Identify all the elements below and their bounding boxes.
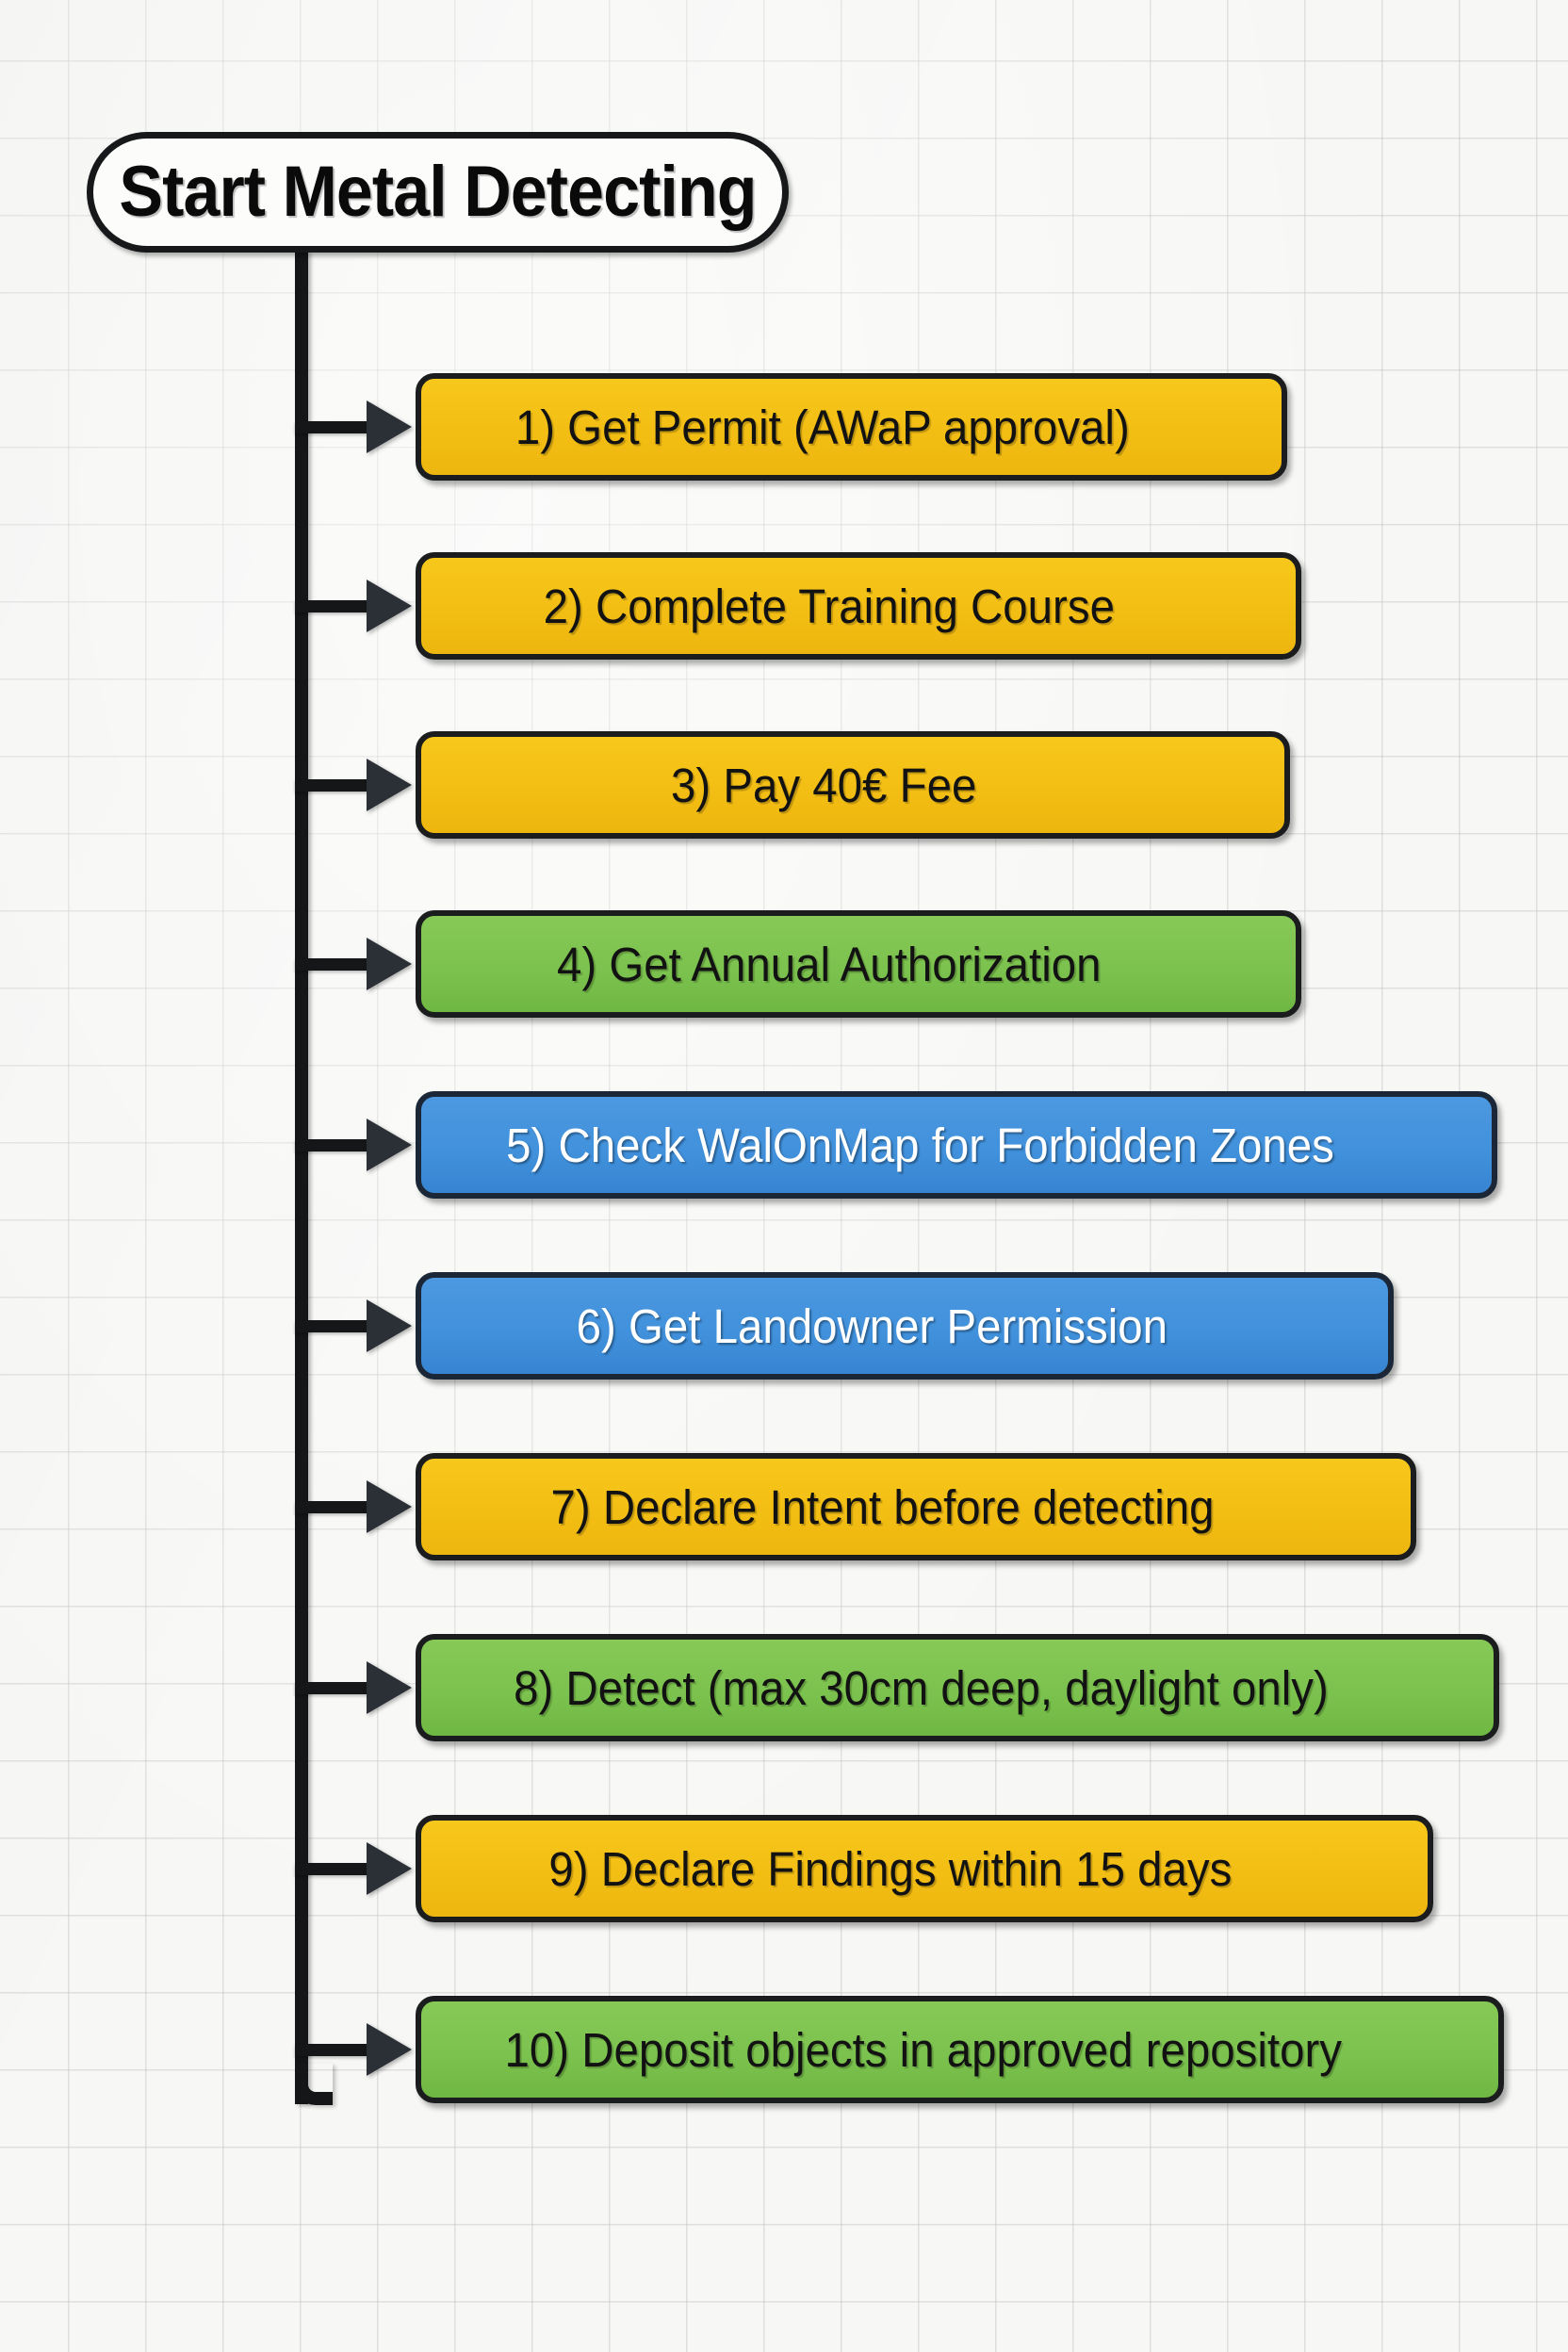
branch-connector <box>295 1500 368 1513</box>
connector-spine <box>295 251 308 2104</box>
start-node-label: Start Metal Detecting <box>119 152 757 232</box>
branch-connector <box>295 599 368 612</box>
step-row: 5) Check WalOnMap for Forbidden Zones <box>295 1086 1497 1204</box>
branch-connector <box>295 1681 368 1694</box>
branch-connector <box>295 778 368 792</box>
step-node-2[interactable]: 2) Complete Training Course <box>416 552 1301 660</box>
branch-connector <box>295 420 368 433</box>
step-row: 8) Detect (max 30cm deep, daylight only) <box>295 1628 1499 1747</box>
branch-connector <box>295 957 368 971</box>
arrow-icon <box>367 938 412 990</box>
step-row: 2) Complete Training Course <box>295 547 1301 665</box>
arrow-icon <box>367 400 412 453</box>
step-node-label: 3) Pay 40€ Fee <box>671 758 977 812</box>
start-node[interactable]: Start Metal Detecting <box>87 132 789 253</box>
step-node-5[interactable]: 5) Check WalOnMap for Forbidden Zones <box>416 1091 1497 1199</box>
branch-connector <box>295 2043 368 2056</box>
arrow-icon <box>367 580 412 632</box>
step-row: 4) Get Annual Authorization <box>295 905 1301 1023</box>
arrow-icon <box>367 1299 412 1352</box>
step-row: 6) Get Landowner Permission <box>295 1266 1394 1385</box>
step-node-label: 5) Check WalOnMap for Forbidden Zones <box>506 1118 1334 1172</box>
step-node-6[interactable]: 6) Get Landowner Permission <box>416 1272 1394 1380</box>
step-node-label: 2) Complete Training Course <box>543 579 1115 633</box>
step-row: 10) Deposit objects in approved reposito… <box>295 1990 1504 2109</box>
step-node-label: 4) Get Annual Authorization <box>557 937 1102 991</box>
connector-elbow <box>295 2064 333 2105</box>
arrow-icon <box>367 1480 412 1533</box>
step-node-label: 10) Deposit objects in approved reposito… <box>504 2022 1342 2077</box>
arrow-icon <box>367 1119 412 1171</box>
step-node-label: 7) Declare Intent before detecting <box>550 1479 1215 1534</box>
step-node-8[interactable]: 8) Detect (max 30cm deep, daylight only) <box>416 1634 1499 1741</box>
step-node-4[interactable]: 4) Get Annual Authorization <box>416 910 1301 1018</box>
arrow-icon <box>367 2023 412 2076</box>
arrow-icon <box>367 759 412 811</box>
step-node-label: 1) Get Permit (AWaP approval) <box>514 400 1130 454</box>
step-row: 7) Declare Intent before detecting <box>295 1447 1416 1566</box>
step-node-label: 8) Detect (max 30cm deep, daylight only) <box>514 1660 1329 1715</box>
arrow-icon <box>367 1842 412 1895</box>
step-node-9[interactable]: 9) Declare Findings within 15 days <box>416 1815 1433 1922</box>
step-node-10[interactable]: 10) Deposit objects in approved reposito… <box>416 1996 1504 2103</box>
branch-connector <box>295 1862 368 1875</box>
step-node-label: 9) Declare Findings within 15 days <box>548 1841 1233 1896</box>
step-node-label: 6) Get Landowner Permission <box>576 1298 1168 1353</box>
step-node-1[interactable]: 1) Get Permit (AWaP approval) <box>416 373 1287 481</box>
step-node-7[interactable]: 7) Declare Intent before detecting <box>416 1453 1416 1560</box>
step-node-3[interactable]: 3) Pay 40€ Fee <box>416 731 1290 839</box>
arrow-icon <box>367 1661 412 1714</box>
branch-connector <box>295 1319 368 1332</box>
step-row: 9) Declare Findings within 15 days <box>295 1809 1433 1928</box>
step-row: 3) Pay 40€ Fee <box>295 726 1290 844</box>
step-row: 1) Get Permit (AWaP approval) <box>295 368 1287 486</box>
branch-connector <box>295 1138 368 1152</box>
